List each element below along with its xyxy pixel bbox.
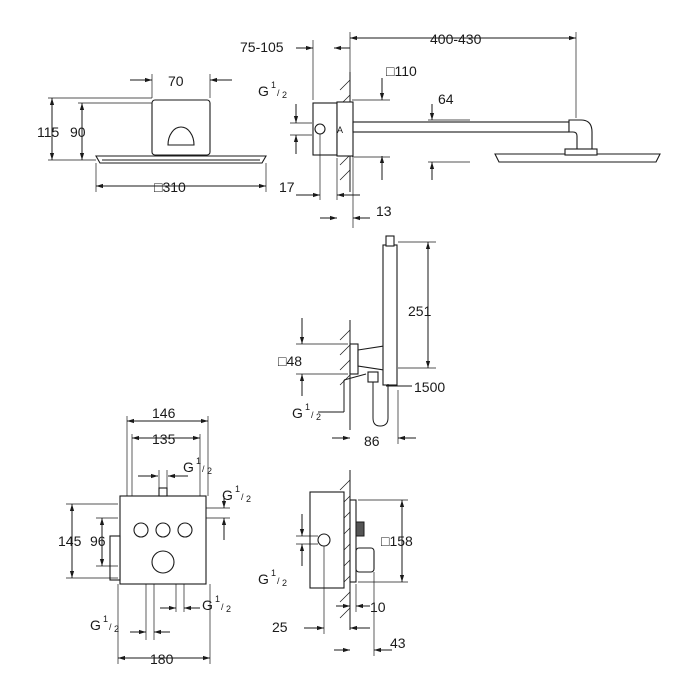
holder-plate (349, 343, 359, 375)
svg-text:1: 1 (305, 402, 310, 412)
button-3 (177, 522, 193, 538)
dim-body-width-outer: 146 (152, 405, 176, 421)
dim-offset-13: 13 (376, 203, 392, 219)
dim-plate-depth-25: 25 (272, 619, 288, 635)
svg-text:/: / (241, 492, 244, 502)
svg-text:/: / (277, 88, 280, 98)
svg-text:1: 1 (196, 456, 201, 466)
thread-label-top: G (258, 83, 269, 99)
svg-text:/: / (202, 464, 205, 474)
svg-text:/: / (277, 576, 280, 586)
thread-label-body-right: G (222, 487, 233, 503)
dim-head-top-width: 70 (168, 73, 184, 89)
dim-body-height-outer: 145 (58, 533, 82, 549)
shower-arm (352, 121, 570, 133)
dim-body-base-width: 180 (150, 651, 174, 667)
thermostat-front-view: 146 135 G 1 / 2 G 1 / 2 145 96 (58, 405, 251, 667)
holder-body (357, 345, 385, 371)
svg-text:2: 2 (246, 494, 251, 504)
thermostat-knob (151, 550, 175, 574)
hose (372, 382, 389, 427)
dim-offset-17: 17 (279, 179, 295, 195)
thermostat-side-view: □158 G 1 / 2 10 25 43 (258, 470, 413, 656)
hand-shower-holder-view: 251 □48 1500 G 1 / 2 86 (278, 235, 445, 449)
svg-text:1: 1 (103, 614, 108, 624)
side-connector (317, 533, 331, 547)
shower-arm-side-view: A 75-105 400-430 □110 64 G 1 / 2 (240, 31, 661, 228)
dim-body-height-inner: 96 (90, 533, 106, 549)
dim-head-height-inner: 90 (70, 124, 86, 140)
arm-elbow (568, 119, 593, 151)
svg-text:1: 1 (215, 594, 220, 604)
svg-text:2: 2 (226, 604, 231, 614)
dim-body-width-inner: 135 (152, 431, 176, 447)
dim-holder-depth: 86 (364, 433, 380, 449)
svg-text:2: 2 (282, 90, 287, 100)
dim-head-height-outer: 115 (37, 124, 60, 140)
wall-connector (314, 123, 326, 135)
dim-wall-depth: 75-105 (240, 39, 284, 55)
svg-text:A: A (337, 125, 343, 135)
svg-text:1: 1 (235, 484, 240, 494)
shower-head-front-view: 70 115 90 □310 (37, 73, 267, 195)
svg-text:2: 2 (316, 412, 321, 422)
side-head-plate (494, 153, 661, 163)
svg-text:/: / (221, 602, 224, 612)
dim-holder-square: □48 (278, 353, 302, 369)
svg-text:2: 2 (207, 466, 212, 476)
hose-nut (367, 371, 379, 383)
svg-text:2: 2 (114, 624, 119, 634)
button-2 (155, 522, 171, 538)
svg-text:/: / (311, 410, 314, 420)
thread-label-bottom-right: G (202, 597, 213, 613)
top-connector (158, 487, 168, 497)
dim-arm-drop: 64 (438, 91, 454, 107)
thread-label-body-top: G (183, 459, 194, 475)
hand-shower (382, 244, 398, 386)
dim-plate-size: □158 (381, 533, 413, 549)
side-head-joint (564, 148, 598, 156)
dim-flange-size: □110 (386, 63, 417, 79)
svg-text:1: 1 (271, 568, 276, 578)
thread-label-side: G (258, 571, 269, 587)
button-1 (133, 522, 149, 538)
svg-text:2: 2 (282, 578, 287, 588)
svg-text:/: / (109, 622, 112, 632)
svg-text:1: 1 (271, 80, 276, 90)
dim-plate-depth-43: 43 (390, 635, 406, 651)
dim-hose-length: 1500 (414, 379, 445, 395)
side-knob (355, 547, 375, 573)
dim-arm-length: 400-430 (430, 31, 482, 47)
left-bracket (109, 535, 121, 581)
thread-label-holder: G (292, 405, 303, 421)
hand-shower-head (385, 235, 395, 247)
dim-head-diameter: □310 (154, 179, 186, 195)
dim-holder-height: 251 (408, 303, 432, 319)
side-plate (349, 499, 357, 583)
side-button (355, 521, 365, 537)
thread-label-bottom-left: G (90, 617, 101, 633)
dim-plate-depth-10: 10 (370, 599, 386, 615)
head-joint (167, 126, 195, 146)
